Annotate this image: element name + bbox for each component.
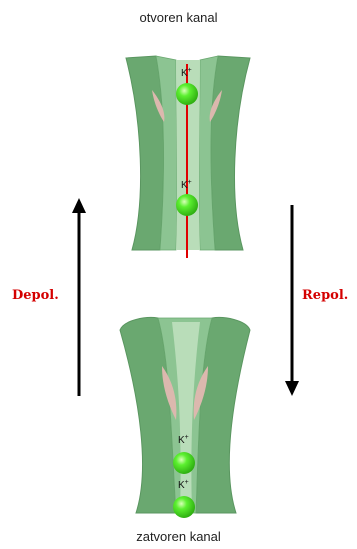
depolarization-arrow	[72, 198, 86, 396]
repolarization-arrow	[285, 205, 299, 396]
potassium-ion	[173, 452, 195, 474]
potassium-ion	[176, 83, 198, 105]
closed-channel: K+ K+	[120, 318, 250, 519]
open-channel-right-subunit	[211, 56, 250, 250]
open-channel-left-subunit	[126, 56, 164, 250]
open-channel: K+ K+	[126, 56, 250, 258]
potassium-ion	[176, 194, 198, 216]
potassium-ion	[173, 496, 195, 518]
